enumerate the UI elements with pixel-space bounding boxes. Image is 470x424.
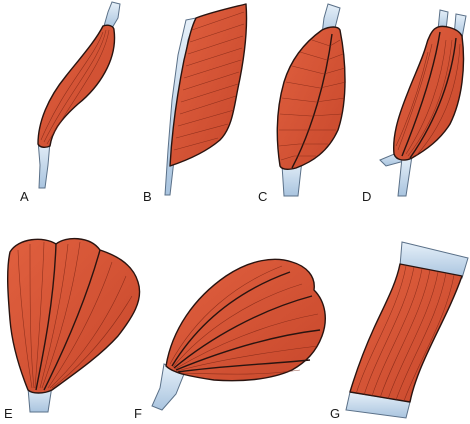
label-e: E [4,406,13,421]
muscle-a-fibers [40,29,110,145]
muscle-b-unipennate [164,3,248,196]
muscle-e-fibers [17,241,133,389]
muscle-a-fusiform [37,1,121,189]
muscle-d-belly [392,25,465,161]
muscle-g-fibers [355,265,455,402]
muscle-g-belly [349,263,463,403]
muscle-g-strap [345,241,469,419]
muscle-c-fibers [278,39,347,161]
label-f: F [134,406,142,421]
label-c: C [258,189,267,204]
muscle-c-bipennate [276,3,347,197]
label-g: G [330,406,340,421]
muscle-e-convergent [6,237,141,413]
muscle-f-belly [165,258,326,382]
label-d: D [362,189,371,204]
muscle-f-fibers [169,265,321,375]
muscle-a-belly [37,24,116,149]
label-a: A [20,189,29,204]
muscle-c-belly [276,26,346,171]
muscle-f-triangular [151,258,326,411]
label-b: B [143,189,152,204]
muscle-b-belly [169,3,248,167]
muscle-a-upper-tendon [103,1,121,29]
muscle-d-fibers [395,39,461,157]
muscle-b-fibers [173,11,245,151]
muscle-d-multipennate [379,9,467,197]
